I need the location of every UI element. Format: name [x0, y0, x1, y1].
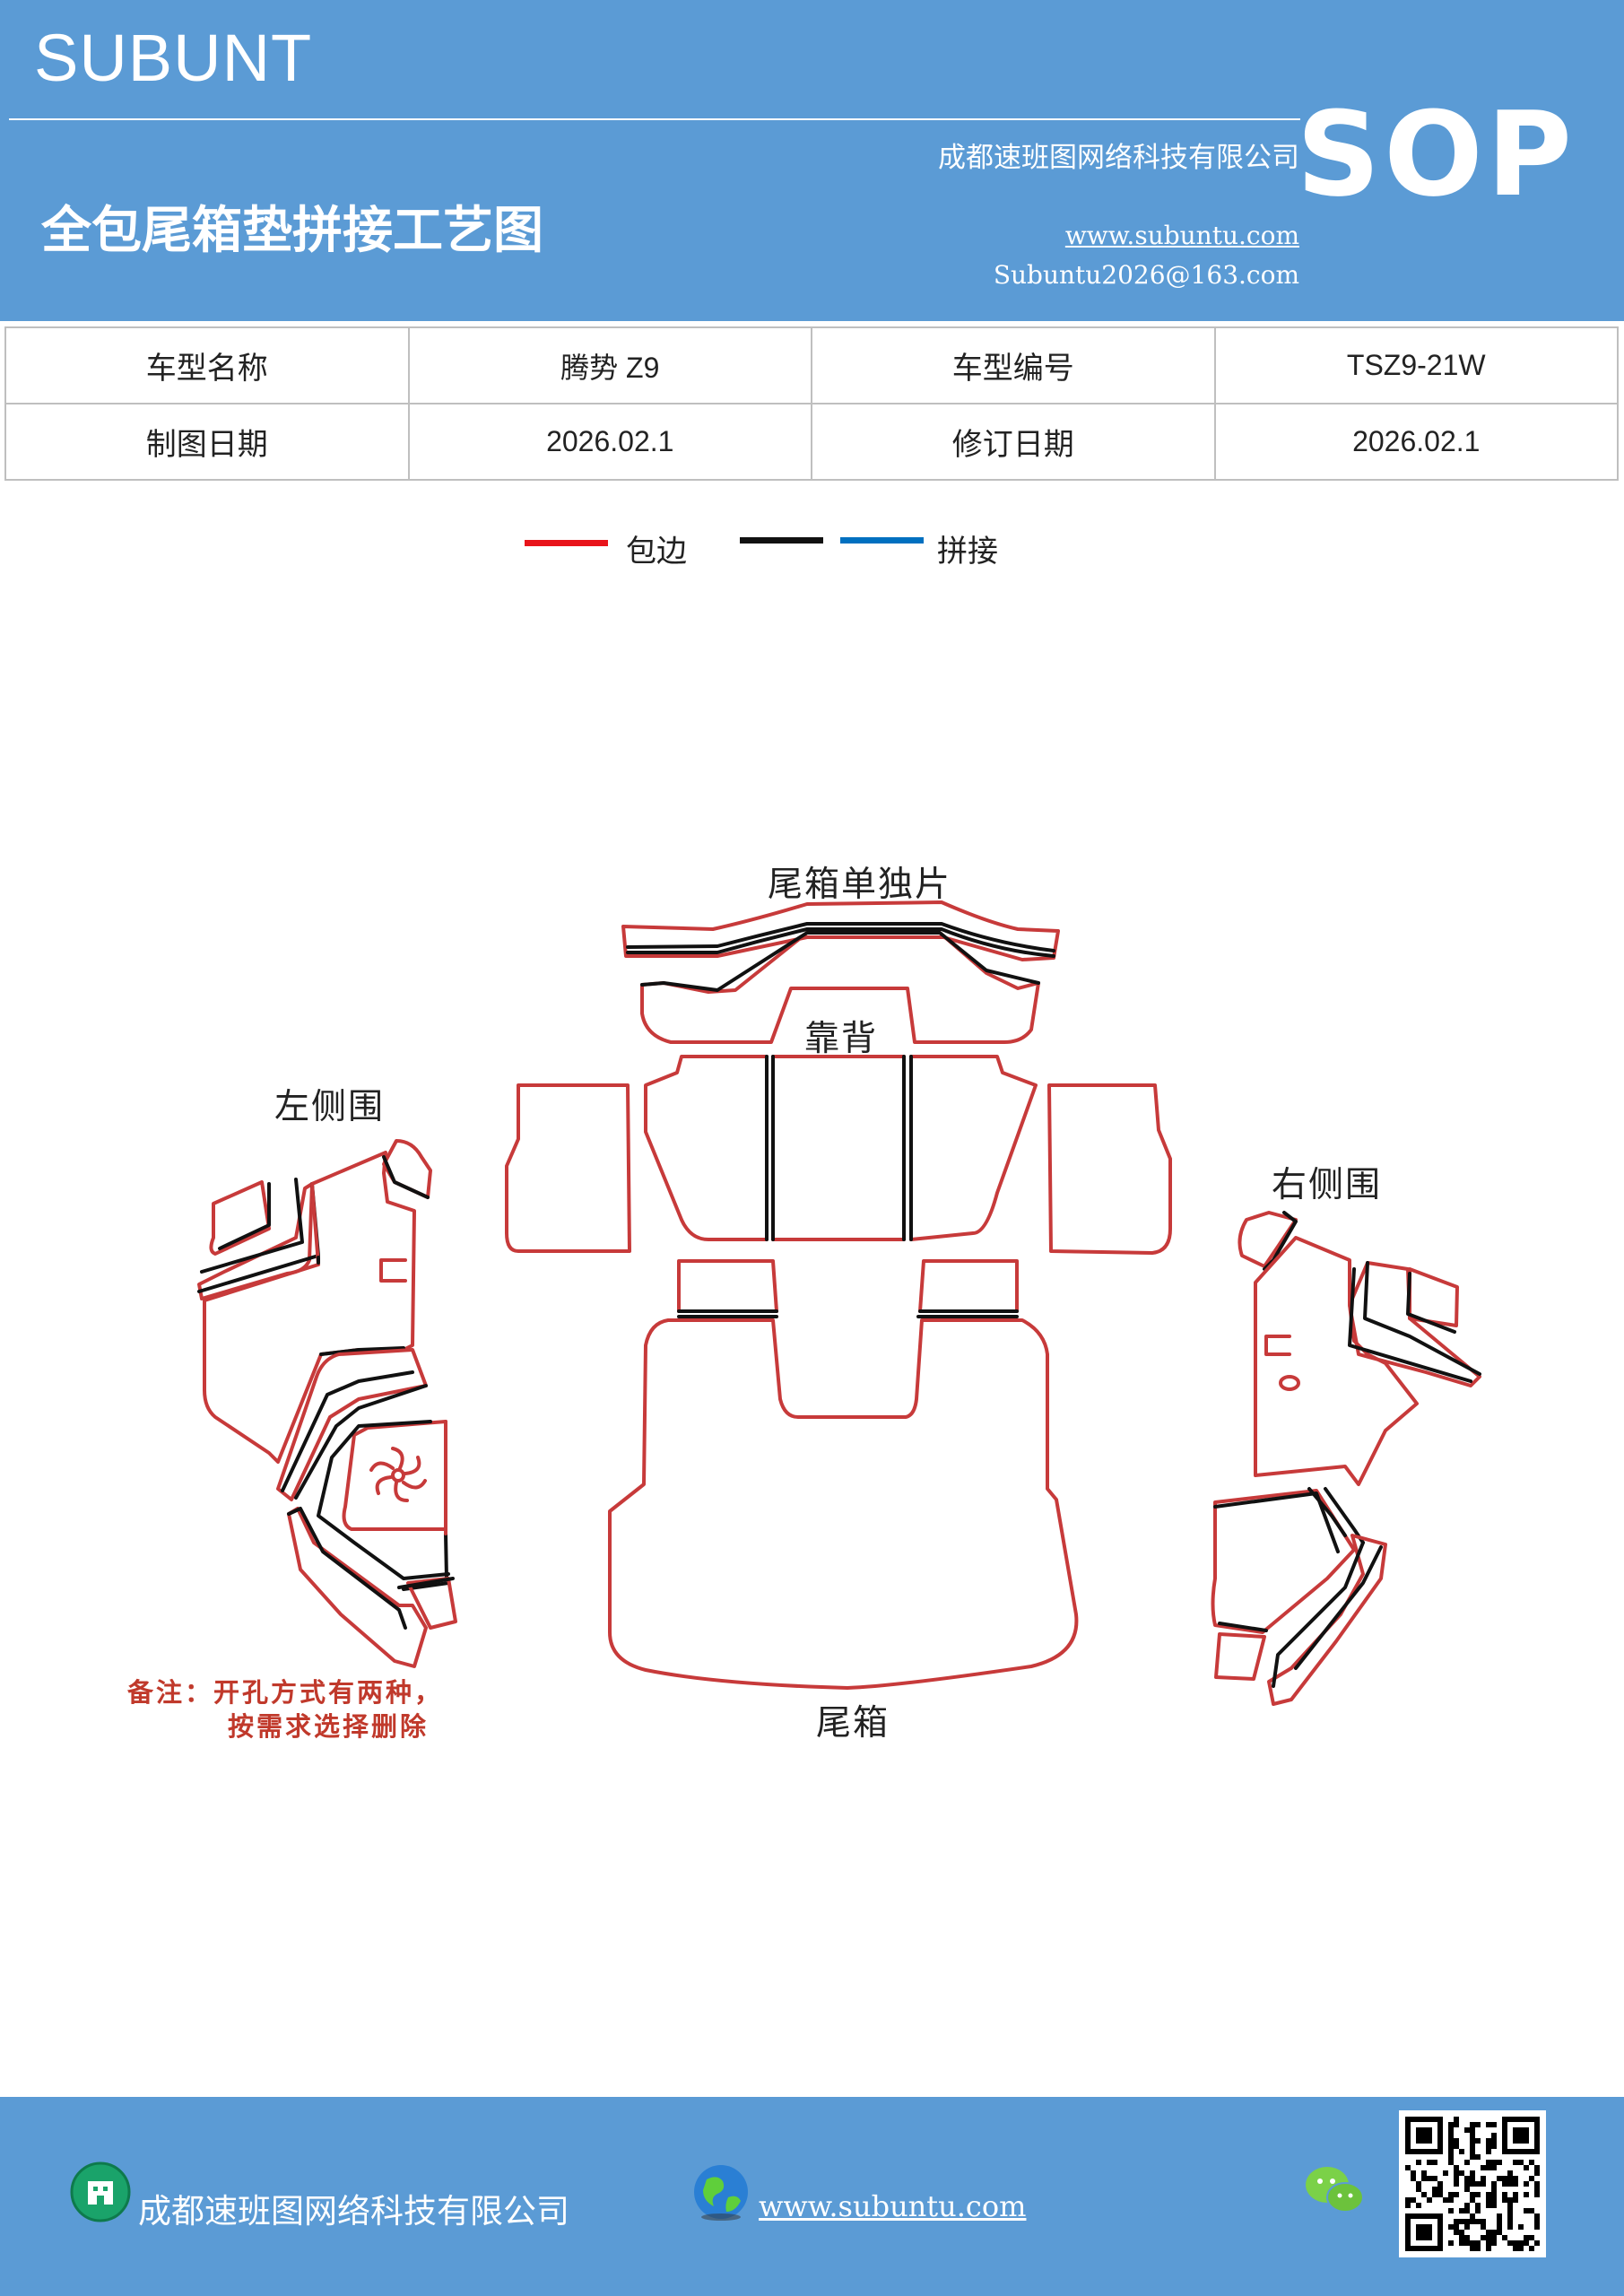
value-model-code: TSZ9-21W: [1213, 326, 1619, 404]
value-draw-date: 2026.02.1: [407, 403, 812, 481]
legend-swatch-seam-black: [740, 537, 823, 544]
email-address: Subuntu2026@163.com: [993, 260, 1299, 290]
label-trunk-single: 尾箱单独片: [768, 865, 952, 905]
value-model-name: 腾势 Z9: [407, 326, 812, 404]
page-title: 全包尾箱垫拼接工艺图: [41, 202, 543, 260]
label-model-name: 车型名称: [4, 326, 410, 404]
trunk-strip-piece: [621, 900, 1060, 1044]
header: SUBUNT 成都速班图网络科技有限公司 SOP 全包尾箱垫拼接工艺图 www.…: [0, 0, 1624, 321]
doc-type: SOP: [1296, 86, 1576, 222]
label-model-code: 车型编号: [811, 326, 1216, 404]
wechat-icon: [1306, 2167, 1364, 2213]
mat-layout-diagram: [197, 900, 1481, 1706]
label-left-side: 左侧围: [274, 1087, 386, 1127]
label-revise-date: 修订日期: [811, 403, 1216, 481]
header-divider: [9, 118, 1300, 120]
footer: 成都速班图网络科技有限公司 www.subuntu.com: [0, 2097, 1624, 2296]
vehicle-info-table: 车型名称 腾势 Z9 车型编号 TSZ9-21W 制图日期 2026.02.1 …: [4, 326, 1619, 481]
website-link[interactable]: www.subuntu.com: [1064, 221, 1299, 250]
brand-logo: SUBUNT: [34, 21, 313, 95]
right-side-piece: [1211, 1211, 1481, 1706]
note-line-1: 备注：开孔方式有两种，: [127, 1677, 444, 1708]
globe-icon: [694, 2165, 748, 2221]
label-backrest: 靠背: [804, 1019, 879, 1059]
table-row: 车型名称 腾势 Z9 车型编号 TSZ9-21W: [4, 326, 1619, 404]
qr-code: [1399, 2110, 1546, 2257]
label-draw-date: 制图日期: [4, 403, 410, 481]
legend-swatch-seam-blue: [840, 537, 924, 544]
label-right-side: 右侧围: [1272, 1165, 1383, 1205]
building-icon: [70, 2161, 131, 2222]
legend-swatch-edge: [525, 540, 608, 546]
label-trunk: 尾箱: [816, 1703, 890, 1744]
table-row: 制图日期 2026.02.1 修订日期 2026.02.1: [4, 403, 1619, 481]
backrest-piece: [505, 1055, 1172, 1255]
footer-website-link[interactable]: www.subuntu.com: [759, 2189, 1027, 2223]
fan-hole-icon: [369, 1447, 427, 1502]
company-name: 成都速班图网络科技有限公司: [938, 142, 1299, 174]
value-revise-date: 2026.02.1: [1213, 403, 1619, 481]
left-side-piece: [197, 1139, 457, 1668]
legend-label-edge: 包边: [626, 534, 687, 570]
legend-label-seam: 拼接: [937, 534, 998, 570]
note: 备注：开孔方式有两种， 按需求选择删除: [127, 1675, 443, 1744]
note-line-2: 按需求选择删除: [228, 1711, 430, 1742]
trunk-main-piece: [608, 1259, 1079, 1690]
footer-company: 成都速班图网络科技有限公司: [138, 2192, 569, 2231]
